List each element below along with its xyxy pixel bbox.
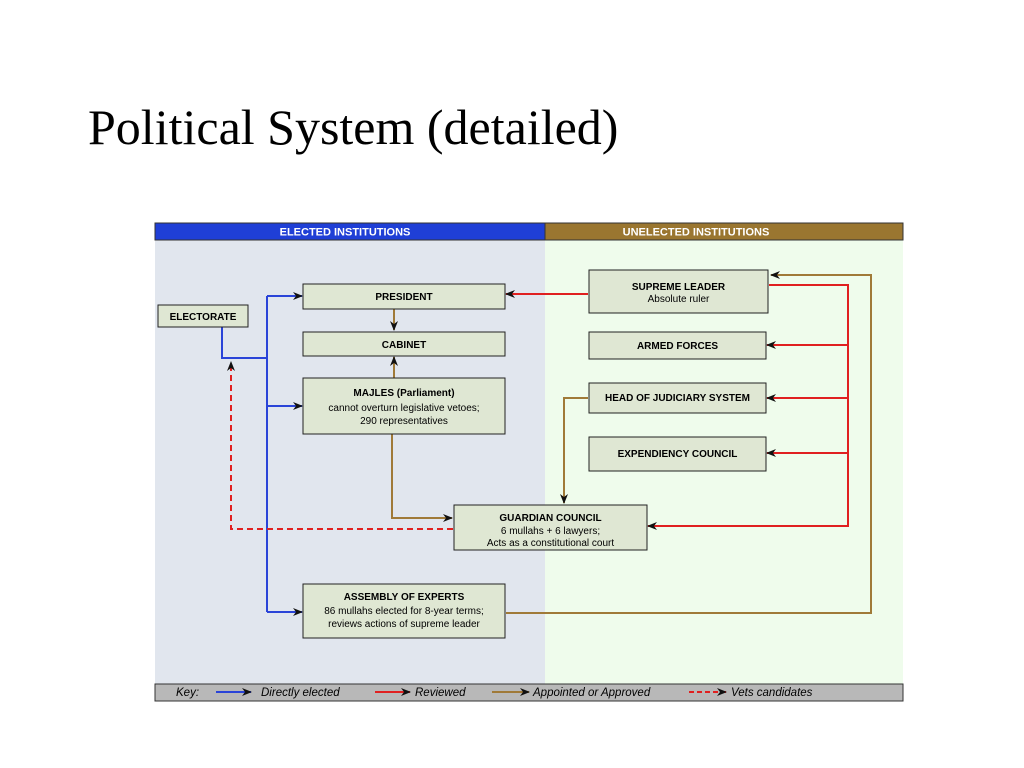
electorate-box: ELECTORATE	[157, 304, 249, 328]
leader-title: SUPREME LEADER	[632, 282, 726, 293]
judiciary-box: HEAD OF JUDICIARY SYSTEM	[588, 382, 767, 414]
unelected-header: UNELECTED INSTITUTIONS	[544, 222, 904, 241]
elected-header: ELECTED INSTITUTIONS	[154, 222, 546, 241]
unelected-header-label: UNELECTED INSTITUTIONS	[623, 227, 770, 239]
slide-title: Political System (detailed)	[88, 99, 619, 155]
assembly-of-experts-box: ASSEMBLY OF EXPERTS 86 mullahs elected f…	[302, 583, 506, 639]
guardian-vets-line	[227, 361, 453, 530]
assembly-appoints-leader-line	[506, 271, 872, 614]
legend-appointed-label: Appointed or Approved	[532, 687, 651, 699]
legend-reviewed-label: Reviewed	[415, 687, 466, 699]
majles-guardian-line	[391, 434, 453, 522]
armed-label: ARMED FORCES	[637, 341, 718, 352]
legend-key-label: Key:	[176, 687, 199, 699]
leader-reviews-guardian-line	[647, 284, 849, 530]
assembly-detail-2: reviews actions of supreme leader	[328, 619, 480, 630]
judiciary-guardian-line	[560, 397, 588, 504]
electorate-label: ELECTORATE	[170, 312, 237, 323]
appointed-lines	[390, 271, 872, 614]
president-label: PRESIDENT	[375, 292, 432, 303]
expediency-label: EXPENDIENCY COUNCIL	[618, 449, 738, 460]
electorate-link	[221, 327, 267, 359]
guardian-council-box: GUARDIAN COUNCIL 6 mullahs + 6 lawyers; …	[453, 504, 648, 551]
guardian-title: GUARDIAN COUNCIL	[499, 513, 601, 524]
supreme-leader-box: SUPREME LEADER Absolute ruler	[588, 269, 769, 314]
vets-candidates-lines	[227, 361, 453, 530]
reviewed-lines	[505, 284, 849, 530]
armed-forces-box: ARMED FORCES	[588, 331, 767, 360]
assembly-detail-1: 86 mullahs elected for 8-year terms;	[324, 606, 484, 617]
legend-directly-elected-label: Directly elected	[261, 687, 340, 699]
cabinet-label: CABINET	[382, 340, 426, 351]
expediency-council-box: EXPENDIENCY COUNCIL	[588, 436, 767, 472]
directly-elected-lines	[221, 292, 303, 616]
guardian-detail-2: Acts as a constitutional court	[487, 538, 615, 549]
president-box: PRESIDENT	[302, 283, 506, 310]
judiciary-label: HEAD OF JUDICIARY SYSTEM	[605, 393, 750, 404]
guardian-detail-1: 6 mullahs + 6 lawyers;	[501, 526, 600, 537]
majles-title: MAJLES (Parliament)	[353, 388, 454, 399]
cabinet-box: CABINET	[302, 331, 506, 357]
legend: Key: Directly elected Reviewed Appointed…	[154, 683, 904, 702]
assembly-title: ASSEMBLY OF EXPERTS	[344, 592, 465, 603]
majles-box: MAJLES (Parliament) cannot overturn legi…	[302, 377, 506, 435]
legend-vets-label: Vets candidates	[731, 687, 813, 699]
leader-detail: Absolute ruler	[648, 294, 710, 305]
majles-detail-1: cannot overturn legislative vetoes;	[328, 403, 479, 414]
elected-header-label: ELECTED INSTITUTIONS	[280, 227, 411, 239]
majles-detail-2: 290 representatives	[360, 416, 448, 427]
